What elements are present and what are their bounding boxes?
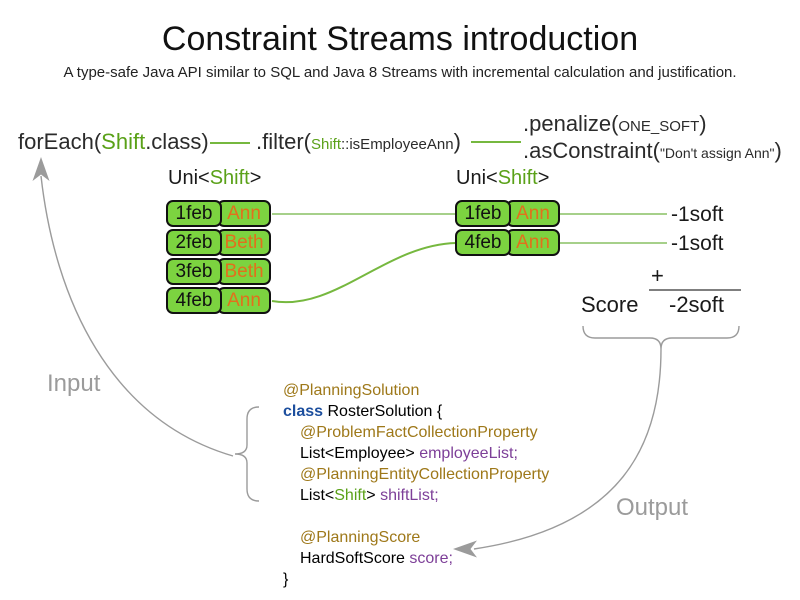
plus-sign: + xyxy=(651,263,664,288)
uni-shift-label-right: Uni<Shift> xyxy=(456,167,549,190)
penalize-pre: .penalize( xyxy=(523,111,619,136)
uni-post: > xyxy=(537,167,550,189)
filter-post: ) xyxy=(453,129,461,154)
code-block: @PlanningSolution class RosterSolution { @… xyxy=(283,380,549,590)
shift-employee-cell: Ann xyxy=(506,200,560,227)
code-line: @PlanningScore xyxy=(300,529,421,546)
input-label: Input xyxy=(47,370,101,397)
expr-penalize: .penalize(ONE_SOFT) xyxy=(523,111,707,137)
expr-foreach: forEach(Shift.class) xyxy=(18,129,209,155)
uni-post: > xyxy=(249,167,262,189)
output-label: Output xyxy=(616,494,689,521)
match-score: -1soft xyxy=(671,202,724,226)
shift-date-cell: 4feb xyxy=(166,287,222,314)
match-score: -1soft xyxy=(671,231,724,255)
expr-filter: .filter(Shift::isEmployeeAnn) xyxy=(256,129,461,155)
page-title: Constraint Streams introduction xyxy=(161,20,639,58)
filter-method: ::isEmployeeAnn xyxy=(341,136,454,153)
filter-pre: .filter( xyxy=(256,129,311,154)
penalize-post: ) xyxy=(699,111,707,136)
uni-pre: Uni< xyxy=(456,167,498,189)
asconstraint-post: ) xyxy=(774,138,782,163)
shift-employee-cell: Ann xyxy=(217,200,271,227)
asconstraint-pre: .asConstraint( xyxy=(523,138,660,163)
shift-date-cell: 3feb xyxy=(166,258,222,285)
match-scores: -1soft -1soft xyxy=(671,200,724,258)
code-line: class RosterSolution { xyxy=(283,403,443,420)
shift-date-cell: 2feb xyxy=(166,229,222,256)
uni-type: Shift xyxy=(209,167,250,189)
uni-shift-label-left: Uni<Shift> xyxy=(168,167,261,190)
code-line xyxy=(283,506,549,527)
uni-pre: Uni< xyxy=(168,167,210,189)
shift-employee-cell: Ann xyxy=(217,287,271,314)
shift-employee-cell: Ann xyxy=(506,229,560,256)
code-line: } xyxy=(283,571,289,588)
shift-date-cell: 1feb xyxy=(166,200,222,227)
shift-date-cell: 4feb xyxy=(455,229,511,256)
foreach-pre: forEach( xyxy=(18,129,102,154)
shift-employee-cell: Beth xyxy=(217,229,271,256)
code-line: @PlanningSolution xyxy=(283,382,420,399)
penalize-arg: ONE_SOFT xyxy=(618,118,700,135)
code-line: @PlanningEntityCollectionProperty xyxy=(300,466,550,483)
code-line: @ProblemFactCollectionProperty xyxy=(300,424,538,441)
code-line: List<Employee> employeeList; xyxy=(300,445,518,462)
score-label: Score xyxy=(581,292,639,317)
uni-type: Shift xyxy=(497,167,538,189)
total-score: -2soft xyxy=(669,292,725,317)
filter-type: Shift xyxy=(311,136,342,153)
asconstraint-arg: "Don't assign Ann" xyxy=(659,145,775,161)
shift-employee-cell: Beth xyxy=(217,258,271,285)
foreach-post: .class) xyxy=(145,129,209,154)
foreach-type: Shift xyxy=(101,129,146,154)
code-line: List<Shift> shiftList; xyxy=(300,487,439,504)
code-line: HardSoftScore score; xyxy=(300,550,453,567)
shift-date-cell: 1feb xyxy=(455,200,511,227)
page-subtitle: A type-safe Java API similar to SQL and … xyxy=(63,64,737,81)
expr-asconstraint: .asConstraint("Don't assign Ann") xyxy=(523,138,782,164)
